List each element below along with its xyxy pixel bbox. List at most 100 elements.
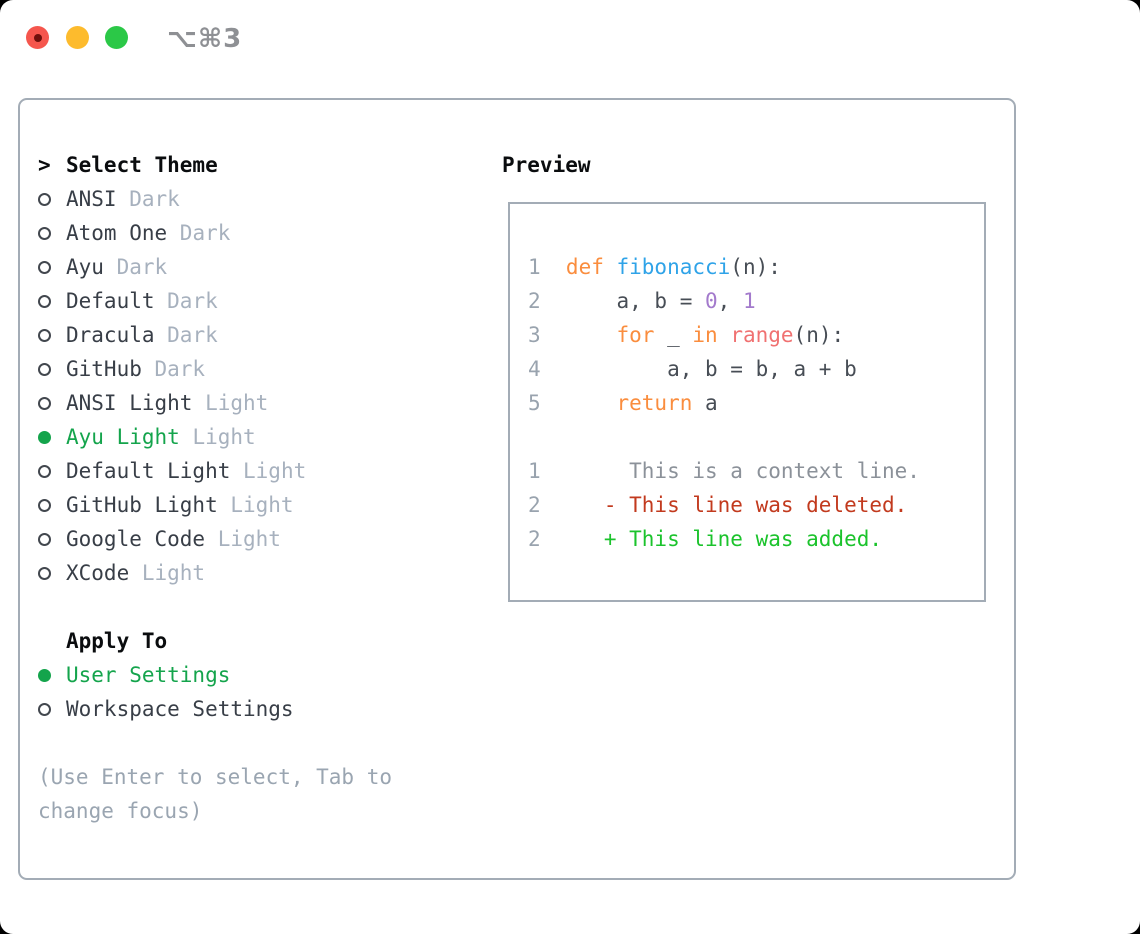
radio-icon xyxy=(38,294,51,308)
option-label: ANSI xyxy=(66,187,117,211)
spacer xyxy=(38,590,392,624)
theme-option-default[interactable]: Default Dark xyxy=(38,284,392,318)
close-dot-icon xyxy=(33,33,42,42)
code-segment-fg: _ xyxy=(654,323,693,347)
code-segment-deleted: - This line was deleted. xyxy=(565,493,908,517)
option-label: ANSI Light xyxy=(66,391,193,415)
code-segment-fg: , xyxy=(717,289,743,313)
select-theme-heading: Select Theme xyxy=(66,153,218,177)
radio-icon xyxy=(38,362,51,376)
code-segment-fg: a, b = xyxy=(565,289,705,313)
code-segment-fg: (n): xyxy=(730,255,781,279)
radio-icon xyxy=(38,430,51,444)
option-label: Ayu xyxy=(66,255,104,279)
theme-option-ansi-light[interactable]: ANSI Light Light xyxy=(38,386,392,420)
minimize-button[interactable] xyxy=(66,26,89,49)
preview-code-box: 1 def fibonacci(n): 2 a, b = 0, 1 3 for _… xyxy=(508,202,986,602)
theme-option-google-code[interactable]: Google Code Light xyxy=(38,522,392,556)
option-label: Atom One xyxy=(66,221,168,245)
option-label: Workspace Settings xyxy=(66,697,294,721)
preview-heading: Preview xyxy=(502,153,591,177)
option-variant: Light xyxy=(230,493,294,517)
option-label: Dracula xyxy=(66,323,155,347)
radio-icon xyxy=(38,702,51,716)
code-segment-keyword: return xyxy=(616,391,693,415)
option-label: GitHub Light xyxy=(66,493,218,517)
diff-preview: 1 This is a context line. 2 - This line … xyxy=(528,454,984,556)
option-variant: Light xyxy=(217,527,281,551)
option-label: XCode xyxy=(66,561,130,585)
option-label: GitHub xyxy=(66,357,142,381)
theme-option-ayu[interactable]: Ayu Dark xyxy=(38,250,392,284)
line-number: 2 xyxy=(528,289,541,313)
code-text: for _ in range(n): xyxy=(566,323,845,347)
code-segment-function: fibonacci xyxy=(616,255,731,279)
line-number: 3 xyxy=(528,323,541,347)
code-segment-added: + This line was added. xyxy=(565,527,882,551)
option-variant: Dark xyxy=(154,357,206,381)
option-variant: Light xyxy=(243,459,307,483)
apply-to-heading-row: Apply To xyxy=(38,624,392,658)
radio-icon xyxy=(38,226,51,240)
code-text: return a xyxy=(566,391,718,415)
option-variant: Light xyxy=(205,391,269,415)
code-text: a, b = b, a + b xyxy=(566,357,857,381)
theme-option-dracula[interactable]: Dracula Dark xyxy=(38,318,392,352)
select-theme-heading-row: > Select Theme xyxy=(38,148,392,182)
code-line: 2 - This line was deleted. xyxy=(528,488,984,522)
apply-to-heading: Apply To xyxy=(66,629,168,653)
radio-icon xyxy=(38,396,51,410)
code-segment-fg: a xyxy=(692,391,718,415)
radio-icon xyxy=(38,260,51,274)
cursor-arrow-icon: > xyxy=(38,153,51,177)
code-line: 2 + This line was added. xyxy=(528,522,984,556)
code-segment-keyword: def xyxy=(565,255,617,279)
radio-icon xyxy=(38,498,51,512)
option-variant: Light xyxy=(192,425,256,449)
line-number: 2 xyxy=(528,527,541,551)
theme-picker-left-column: > Select Theme ANSI Dark Atom One Dark A… xyxy=(38,148,392,828)
option-variant: Dark xyxy=(129,187,180,211)
code-line: 2 a, b = 0, 1 xyxy=(528,284,984,318)
zoom-button[interactable] xyxy=(105,26,128,49)
code-line: 1 This is a context line. xyxy=(528,454,984,488)
option-variant: Dark xyxy=(116,255,168,279)
code-line: 5 return a xyxy=(528,386,984,420)
line-number: 2 xyxy=(528,493,541,517)
apply-to-options: User Settings Workspace Settings xyxy=(38,658,392,726)
line-number: 1 xyxy=(528,459,541,483)
theme-option-github-light[interactable]: GitHub Light Light xyxy=(38,488,392,522)
theme-option-ansi[interactable]: ANSI Dark xyxy=(38,182,392,216)
theme-option-ayu-light[interactable]: Ayu Light Light xyxy=(38,420,392,454)
apply-option-user-settings[interactable]: User Settings xyxy=(38,658,392,692)
code-text: + This line was added. xyxy=(566,527,882,551)
code-line: 3 for _ in range(n): xyxy=(528,318,984,352)
radio-icon xyxy=(38,464,51,478)
theme-option-xcode[interactable]: XCode Light xyxy=(38,556,392,590)
theme-option-default-light[interactable]: Default Light Light xyxy=(38,454,392,488)
code-segment-fg xyxy=(566,391,617,415)
titlebar: ⌥⌘3 xyxy=(0,0,1140,76)
option-label: Ayu Light xyxy=(66,425,180,449)
radio-icon xyxy=(38,328,51,342)
theme-option-github[interactable]: GitHub Dark xyxy=(38,352,392,386)
hint-text-line-1: (Use Enter to select, Tab to xyxy=(38,765,393,789)
code-segment-context: This is a context line. xyxy=(565,459,920,483)
close-button[interactable] xyxy=(26,26,49,49)
code-line: 4 a, b = b, a + b xyxy=(528,352,984,386)
radio-icon xyxy=(38,668,51,682)
option-variant: Dark xyxy=(167,323,218,347)
code-text: a, b = 0, 1 xyxy=(565,289,755,313)
option-label: Default Light xyxy=(66,459,231,483)
option-variant: Light xyxy=(141,561,206,585)
code-text: def fibonacci(n): xyxy=(566,255,781,279)
window-title: ⌥⌘3 xyxy=(167,24,243,54)
apply-option-workspace-settings[interactable]: Workspace Settings xyxy=(38,692,392,726)
theme-option-atom-one[interactable]: Atom One Dark xyxy=(38,216,392,250)
code-segment-fg xyxy=(718,323,731,347)
hint-text-line-2: change focus) xyxy=(38,799,203,823)
radio-icon xyxy=(38,532,51,546)
